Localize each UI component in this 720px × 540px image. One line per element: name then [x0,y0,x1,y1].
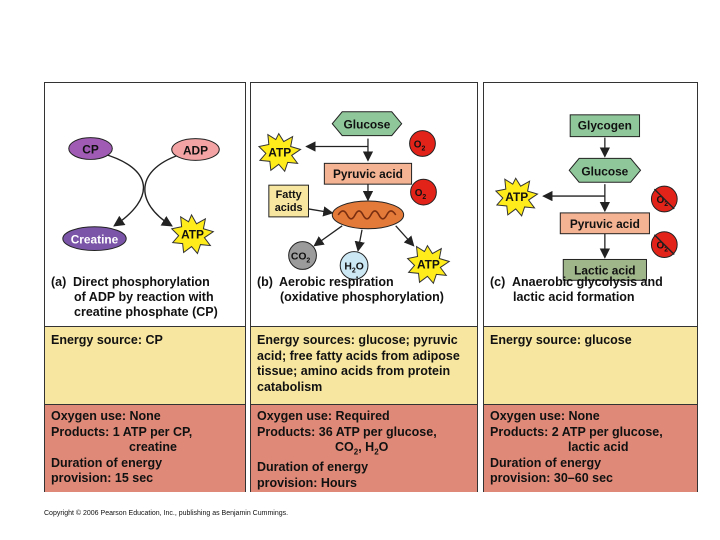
cp-to-creatine-arrow [102,152,144,227]
fatty-acids-box [268,184,309,218]
adp-to-atp-arrow [144,152,184,227]
h2o-circle-icon [339,251,369,280]
energy-line: tissue; amino acids from protein [257,364,451,378]
oxygen-use: Oxygen use: None [51,409,161,423]
fatty-acids-label: Fatty [276,189,302,201]
energy-line: Energy source: CP [51,333,163,347]
caption-line: creatine phosphate (CP) [74,305,218,319]
lactic-acid-box [562,258,647,281]
oxygen-products-c: Oxygen use: None Products: 2 ATP per glu… [484,404,697,492]
products-line: CO2, H2O [335,440,389,457]
glucose-hexagon [331,111,403,137]
pyruvic-acid-label: Pyruvic acid [570,217,640,231]
adp-label: ADP [183,143,208,157]
atp-label: ATP [268,145,291,159]
glucose-label: Glucose [344,118,391,132]
cp-label: CP [82,142,99,156]
panel-anaerobic-glycolysis: Glycogen Glucose ATP O2 Pyruvic acid O2 … [483,82,698,492]
h2o-label: H2O [344,261,363,274]
atp-burst-icon [170,213,215,255]
diagram-aerobic: Glucose O2 ATP Pyruvic acid O2 Fatty aci… [257,111,451,285]
energy-line: catabolism [257,379,323,394]
co2-circle-icon [288,241,317,270]
mito-to-h2o-arrow [354,229,365,252]
glycogen-box [569,114,641,138]
copyright-text: Copyright © 2006 Pearson Education, Inc.… [44,510,289,517]
o2-label: O2 [657,195,669,208]
lactic-acid-label: Lactic acid [574,263,635,277]
products-line: Products: 36 ATP per glucose, [257,424,437,439]
products-line: lactic acid [568,440,629,454]
caption-letter: (c) [490,275,506,289]
mitochondrion-icon [331,200,405,230]
atp-label: ATP [417,257,440,271]
panel-direct-phosphorylation: CP ADP Creatine ATP (a) Direct phosphoryl… [44,82,246,492]
o2-label: O2 [414,139,426,152]
co2-label: CO2 [291,252,311,265]
o2-label: O2 [415,188,427,201]
duration-line: provision: Hours [257,475,358,490]
caption-letter: (b) [257,275,273,289]
energy-source-c: Energy source: glucose [484,326,697,404]
pyruvic-acid-label: Pyruvic acid [333,167,403,181]
caption-line: (oxidative phosphorylation) [280,290,444,304]
atp-label: ATP [181,228,204,242]
creatine-ellipse [62,226,127,252]
energy-line: Energy sources: glucose; pyruvic [257,333,458,347]
energy-line: acid; free fatty acids from adipose [257,348,460,363]
products-line: Products: 2 ATP per glucose, [490,424,663,439]
o2-label: O2 [657,241,669,254]
fatty-to-mito-arrow [308,206,334,217]
duration-line: provision: 30–60 sec [490,471,613,485]
diagram-anaerobic: Glycogen Glucose ATP O2 Pyruvic acid O2 … [494,114,678,281]
caption-c: (c) Anaerobic glycolysis and lactic acid … [490,275,693,305]
caption-letter: (a) [51,275,67,289]
atp-burst-icon [494,177,539,217]
oxygen-products-a: Oxygen use: None Products: 1 ATP per CP,… [45,404,245,492]
o2-circle-icon [410,178,437,206]
glucose-label: Glucose [581,164,628,178]
creatine-label: Creatine [71,233,119,247]
oxygen-use: Oxygen use: None [490,409,600,423]
mito-to-atp-arrow [395,225,415,247]
glucose-hexagon [568,157,642,183]
pyruvic-acid-box [559,212,650,235]
o2-circle-icon [409,130,436,157]
caption-line: of ADP by reaction with [74,290,214,304]
o2-crossout-line [653,188,675,210]
products-line: Products: 1 ATP per CP, [51,424,193,439]
fatty-acids-label: acids [275,202,303,214]
energy-source-a: Energy source: CP [45,326,245,404]
caption-a: (a) Direct phosphorylation of ADP by reac… [51,275,241,320]
duration-line: Duration of energy [257,460,369,474]
atp-burst-icon [406,244,451,285]
pyruvic-acid-box [323,162,413,185]
glycogen-label: Glycogen [578,119,632,133]
o2-crossout-line [653,234,675,256]
products-line: creatine [129,440,177,454]
adp-ellipse [171,138,220,161]
duration-line: Duration of energy [51,455,163,470]
caption-line: Aerobic respiration [279,275,394,289]
oxygen-products-b: Oxygen use: Required Products: 36 ATP pe… [251,404,477,492]
panel-aerobic-respiration: Glucose O2 ATP Pyruvic acid O2 Fatty aci… [250,82,478,492]
caption-b: (b) Aerobic respiration (oxidative phosph… [257,275,473,305]
energy-line: Energy source: glucose [490,333,632,347]
atp-burst-icon [257,132,302,173]
energy-source-b: Energy sources: glucose; pyruvic acid; f… [251,326,477,404]
duration-line: Duration of energy [490,455,602,470]
mito-to-co2-arrow [313,225,343,247]
cp-ellipse [68,137,113,160]
oxygen-use: Oxygen use: Required [257,409,390,423]
atp-label: ATP [505,190,528,204]
mitochondrion-cristae [337,210,397,220]
caption-line: Direct phosphorylation [73,275,210,289]
caption-line: lactic acid formation [513,290,635,304]
diagram-cp-reaction: CP ADP Creatine ATP [62,137,220,255]
caption-line: Anaerobic glycolysis and [512,275,663,289]
duration-line: provision: 15 sec [51,471,154,485]
